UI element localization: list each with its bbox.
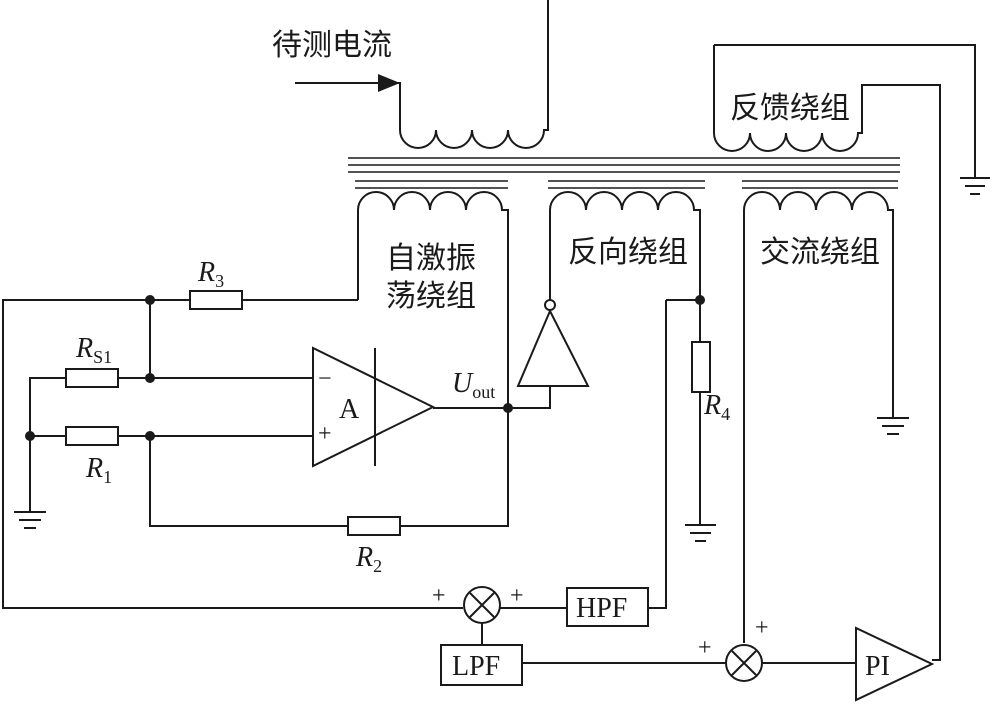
magnetic-core <box>348 157 900 189</box>
inverter-buffer <box>516 308 590 387</box>
r1-label: R1 <box>85 453 112 487</box>
r1-resistor <box>65 426 119 446</box>
feedback-winding-label: 反馈绕组 <box>730 91 850 126</box>
oscillator-circuit <box>2 290 513 609</box>
feedback-winding <box>713 44 990 661</box>
rs1-label: RS1 <box>75 333 112 367</box>
primary-winding <box>295 0 549 149</box>
hpf-block <box>566 587 649 627</box>
reverse-winding-label: 反向绕组 <box>568 235 688 270</box>
rs1-resistor <box>65 368 119 388</box>
r4-resistor <box>691 341 711 393</box>
ac-winding-label: 交流绕组 <box>760 235 880 270</box>
ground-icon <box>685 524 716 542</box>
signal-chain <box>440 586 935 702</box>
pi-label: PI <box>865 651 890 682</box>
r2-resistor <box>347 516 401 536</box>
r4-label: R4 <box>703 390 730 424</box>
uout-label: Uout <box>452 368 495 402</box>
mult2-left-sign: + <box>698 635 712 661</box>
mult1-left-sign: + <box>432 583 446 609</box>
current-under-test-label: 待测电流 <box>272 28 392 63</box>
hpf-label: HPF <box>576 593 627 624</box>
r3-label: R3 <box>197 257 224 291</box>
opamp <box>312 346 436 468</box>
opamp-label: A <box>339 394 360 425</box>
inverter-bubble-icon <box>544 299 556 311</box>
lpf-label: LPF <box>452 651 500 682</box>
ground-icon <box>960 177 990 195</box>
r2-label: R2 <box>355 542 382 576</box>
ac-winding <box>743 191 909 643</box>
ground-icon <box>877 417 909 435</box>
self-osc-label-1: 自激振 <box>386 241 476 276</box>
opamp-plus-sign: + <box>318 421 332 447</box>
self-osc-label-2: 荡绕组 <box>386 279 476 314</box>
pi-controller <box>855 626 935 702</box>
ground-icon <box>14 511 46 529</box>
mult2-top-sign: + <box>755 615 769 641</box>
opamp-minus-sign: − <box>318 366 332 392</box>
mult1-right-sign: + <box>510 583 524 609</box>
r3-resistor <box>189 290 243 310</box>
text-labels: 待测电流 反馈绕组 自激振 荡绕组 反向绕组 交流绕组 R3 RS1 R1 R2… <box>75 28 890 682</box>
lpf-block <box>440 644 523 686</box>
self-oscillation-winding <box>357 191 509 408</box>
reverse-winding <box>508 191 716 609</box>
current-arrow-icon <box>378 74 400 92</box>
